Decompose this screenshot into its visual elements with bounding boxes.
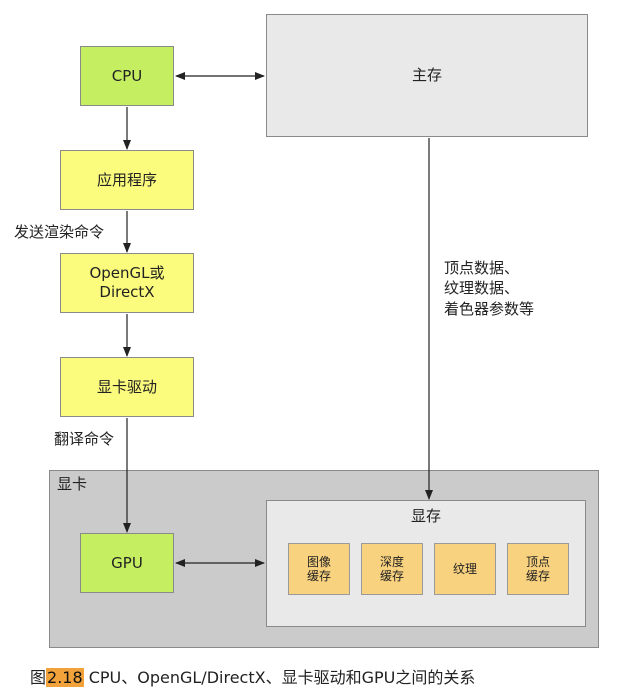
send-render-commands-label: 发送渲染命令: [14, 223, 105, 241]
caption-prefix: 图: [30, 668, 47, 687]
translate-commands-label: 翻译命令: [54, 430, 115, 448]
data-transfer-label: 顶点数据、 纹理数据、 着色器参数等: [444, 259, 535, 318]
caption-number: 2.18: [46, 668, 84, 687]
image-buffer-node: 图像 缓存: [288, 543, 350, 595]
gpu-node: GPU: [80, 533, 174, 593]
cpu-node: CPU: [80, 46, 174, 106]
graphics-card-label: 显卡: [57, 475, 88, 493]
main-memory-node: 主存: [266, 14, 588, 137]
figure-caption: 图2.18 CPU、OpenGL/DirectX、显卡驱动和GPU之间的关系: [30, 664, 475, 688]
video-memory-label: 显存: [410, 507, 441, 525]
opengl-directx-node: OpenGL或 DirectX: [60, 253, 194, 313]
texture-node: 纹理: [434, 543, 496, 595]
depth-buffer-node: 深度 缓存: [361, 543, 423, 595]
caption-text: CPU、OpenGL/DirectX、显卡驱动和GPU之间的关系: [83, 668, 476, 687]
vertex-buffer-node: 顶点 缓存: [507, 543, 569, 595]
application-node: 应用程序: [60, 150, 194, 210]
graphics-driver-node: 显卡驱动: [60, 357, 194, 417]
